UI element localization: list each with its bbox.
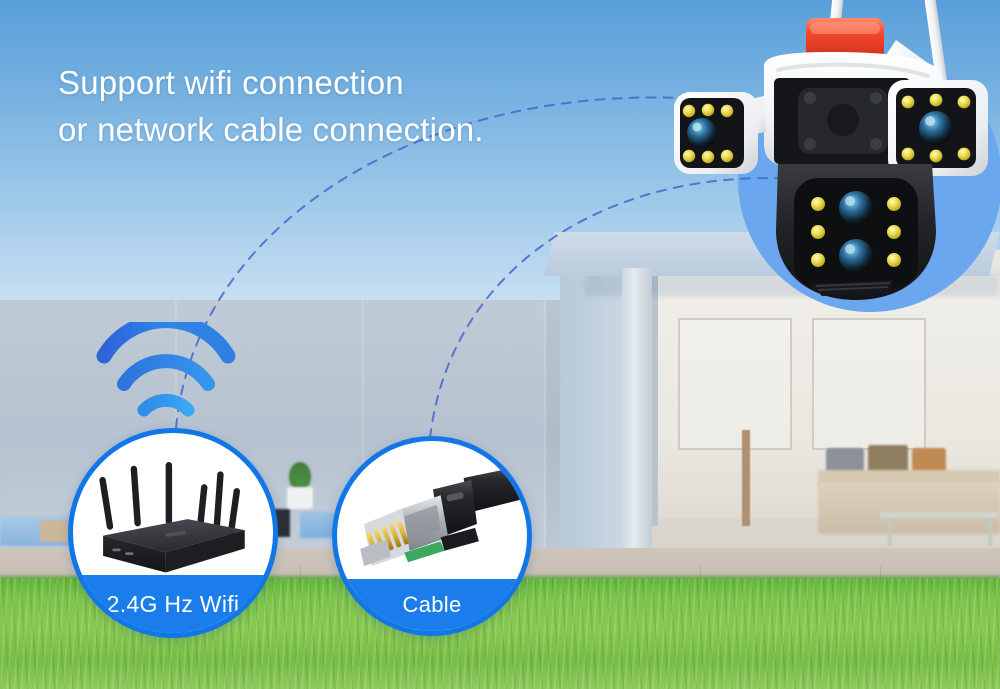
router-antenna-3 xyxy=(165,462,173,525)
router-led-2 xyxy=(125,552,134,555)
connector-green-tip xyxy=(404,541,445,563)
right-led-1 xyxy=(901,95,915,109)
router-side-face xyxy=(165,530,245,573)
coffee-table xyxy=(880,512,998,518)
door-frame xyxy=(648,276,658,526)
router-logo xyxy=(165,530,186,537)
grille-line-1 xyxy=(815,282,891,287)
right-led-5 xyxy=(929,149,943,163)
dome-led-6 xyxy=(887,253,901,267)
right-led-4 xyxy=(901,147,915,161)
center-sensor-dot-4 xyxy=(870,138,882,150)
badge-cable-label: Cable xyxy=(402,592,462,617)
right-lens-module xyxy=(888,80,988,176)
interior-wall-panel-1 xyxy=(678,318,792,450)
badge-wifi-label-bar: 2.4G Hz Wifi xyxy=(73,575,273,633)
center-sensor-dot-2 xyxy=(870,92,882,104)
right-module-lens xyxy=(919,111,953,145)
dome-led-2 xyxy=(811,225,825,239)
left-led-1 xyxy=(682,104,696,118)
shield-window xyxy=(404,504,441,542)
left-led-5 xyxy=(701,150,715,164)
right-led-2 xyxy=(929,93,943,107)
left-lens-module xyxy=(674,92,758,174)
center-sensor-dot-1 xyxy=(804,92,816,104)
right-led-6 xyxy=(957,147,971,161)
dome-led-5 xyxy=(887,225,901,239)
house-soffit xyxy=(560,272,630,552)
center-sensor-dot-3 xyxy=(804,138,816,150)
dome-lens-bottom xyxy=(839,239,873,273)
wooden-door-frame xyxy=(742,430,750,526)
page-title: Support wifi connection or network cable… xyxy=(58,60,678,154)
router-front-face xyxy=(103,535,166,573)
center-sensor-dome xyxy=(827,104,859,136)
wifi-signal-icon xyxy=(96,322,236,417)
dome-led-3 xyxy=(811,253,825,267)
right-led-3 xyxy=(957,95,971,109)
badge-cable-label-bar: Cable xyxy=(337,579,527,631)
headline-line-1: Support wifi connection xyxy=(58,64,404,101)
rj45-connector-icon xyxy=(360,466,523,567)
connector-bottom-latch xyxy=(360,539,391,567)
router-led-1 xyxy=(112,548,121,552)
badge-ethernet-cable[interactable]: Cable xyxy=(332,436,532,636)
boot-grip xyxy=(446,492,464,502)
dome-lens-top xyxy=(839,191,873,225)
left-led-2 xyxy=(701,103,715,117)
router-antenna-2 xyxy=(130,465,141,527)
ptz-dome xyxy=(776,164,936,300)
table-leg-right xyxy=(988,518,992,546)
wifi-router-icon xyxy=(99,462,245,573)
cable-jacket xyxy=(463,466,523,513)
table-leg-left xyxy=(888,518,892,546)
left-led-4 xyxy=(682,149,696,163)
left-module-lens xyxy=(687,118,717,148)
gold-contact-pins xyxy=(366,520,409,557)
badge-wifi-router[interactable]: 2.4G Hz Wifi xyxy=(68,428,278,638)
headline-line-2: or network cable connection. xyxy=(58,110,484,148)
house-pillar xyxy=(622,268,652,558)
sofa xyxy=(818,482,1000,534)
dome-faceplate xyxy=(794,178,918,288)
dome-led-4 xyxy=(887,197,901,211)
left-led-6 xyxy=(720,149,734,163)
cable-connection-dashed-arc xyxy=(429,177,849,439)
interior-wall-panel-2 xyxy=(812,318,926,450)
left-led-3 xyxy=(720,104,734,118)
housing-top-ridge xyxy=(776,62,930,78)
dome-led-1 xyxy=(811,197,825,211)
plant-pot-decor xyxy=(287,487,313,509)
latch-clip xyxy=(440,527,479,551)
security-camera-product-image xyxy=(674,0,988,300)
router-antenna-5 xyxy=(213,471,224,532)
grille-line-2 xyxy=(817,286,889,291)
plant-leaf-decor xyxy=(289,462,311,490)
badge-wifi-label: 2.4G Hz Wifi xyxy=(106,590,240,617)
router-antenna-1 xyxy=(99,476,114,530)
wifi-antenna-right xyxy=(922,0,949,94)
